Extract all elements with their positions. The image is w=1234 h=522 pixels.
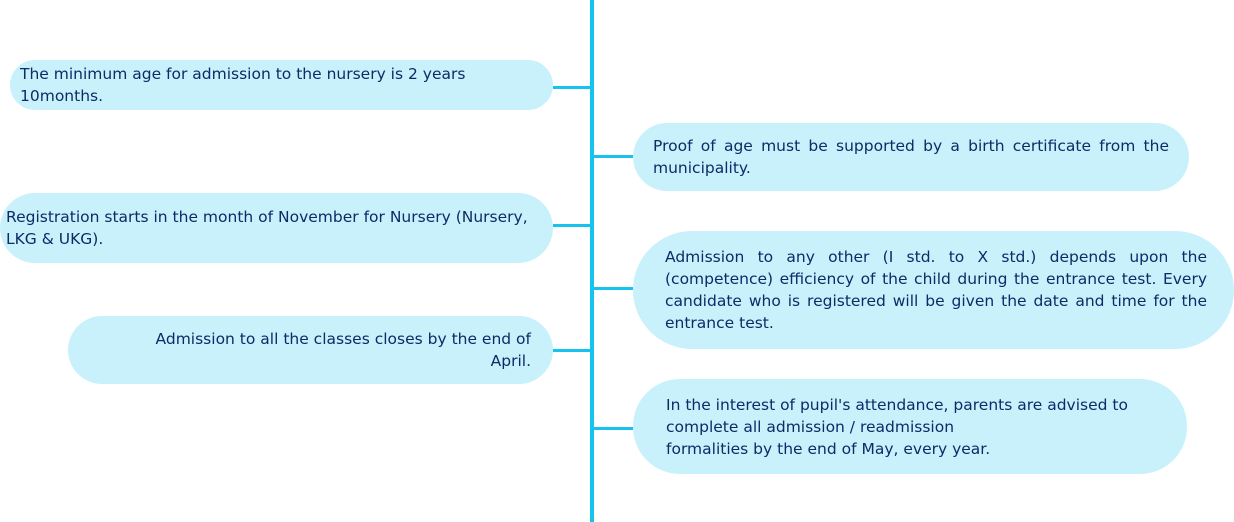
- timeline-item-line: complete all admission / readmission: [666, 417, 955, 436]
- timeline-item-admission-closes: Admission to all the classes closes by t…: [68, 316, 553, 384]
- timeline-item-attendance: In the interest of pupil's attendance, p…: [633, 379, 1187, 474]
- timeline-item-text: Admission to any other (I std. to X std.…: [665, 248, 1207, 332]
- connector-right-2: [594, 287, 633, 290]
- timeline-item-text: The minimum age for admission to the nur…: [20, 65, 466, 105]
- timeline-item-proof-of-age: Proof of age must be supported by a birt…: [633, 123, 1189, 191]
- timeline-axis: [590, 0, 594, 522]
- connector-left-1: [553, 86, 590, 89]
- timeline-item-registration: Registration starts in the month of Nove…: [0, 193, 553, 263]
- timeline-item-text: Registration starts in the month of Nove…: [6, 208, 528, 248]
- timeline-item-text: Proof of age must be supported by a birt…: [653, 137, 1169, 177]
- connector-left-3: [553, 349, 590, 352]
- connector-left-2: [553, 224, 590, 227]
- connector-right-3: [594, 427, 633, 430]
- connector-right-1: [594, 155, 633, 158]
- timeline-item-min-age: The minimum age for admission to the nur…: [10, 60, 553, 110]
- timeline-item-text: In the interest of pupil's attendance, p…: [666, 394, 1167, 460]
- timeline-item-text: Admission to all the classes closes by t…: [155, 330, 531, 370]
- timeline-item-entrance-test: Admission to any other (I std. to X std.…: [633, 231, 1234, 349]
- timeline-item-line: In the interest of pupil's attendance, p…: [666, 395, 1128, 414]
- timeline-item-line: formalities by the end of May, every yea…: [666, 439, 991, 458]
